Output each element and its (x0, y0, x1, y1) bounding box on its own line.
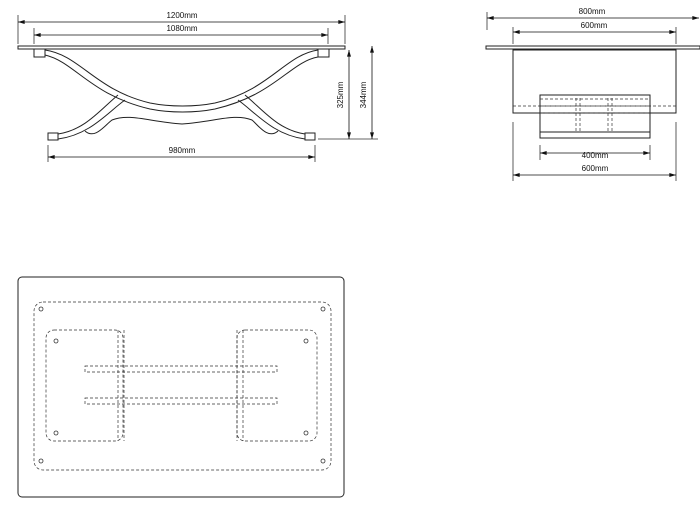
top-block-right (317, 48, 330, 58)
top-block-left (33, 48, 46, 58)
foot-right (304, 132, 316, 141)
side-table-top (485, 45, 700, 50)
plan-view (17, 276, 345, 498)
dimension-label-600-top: 600mm (581, 21, 608, 30)
plan-outline (17, 276, 345, 498)
side-lower-box (539, 94, 651, 139)
dimension-label-400: 400mm (582, 151, 609, 160)
side-view: 800mm 600mm 400mm 600mm (485, 7, 700, 181)
plan-leg-right (236, 329, 318, 442)
dimension-label-325: 325mm (336, 81, 345, 108)
foot-left (47, 132, 59, 141)
dimension-label-1080: 1080mm (166, 24, 197, 33)
dimension-label-1200: 1200mm (166, 11, 197, 20)
plan-leg-left (45, 329, 124, 442)
bolt-icons (38, 306, 326, 464)
table-top (17, 45, 346, 50)
curved-legs (44, 49, 319, 140)
dimension-label-800: 800mm (579, 7, 606, 16)
plan-crossbar-bottom (84, 397, 278, 405)
dimension-label-980: 980mm (169, 146, 196, 155)
front-view: 1200mm 1080mm 980mm 325mm 344mm (17, 11, 378, 162)
plan-crossbar-top (84, 365, 278, 373)
side-frame (512, 49, 677, 114)
dimension-label-600-bottom: 600mm (582, 164, 609, 173)
plan-base-outline (33, 301, 332, 471)
dimension-label-344: 344mm (359, 81, 368, 108)
